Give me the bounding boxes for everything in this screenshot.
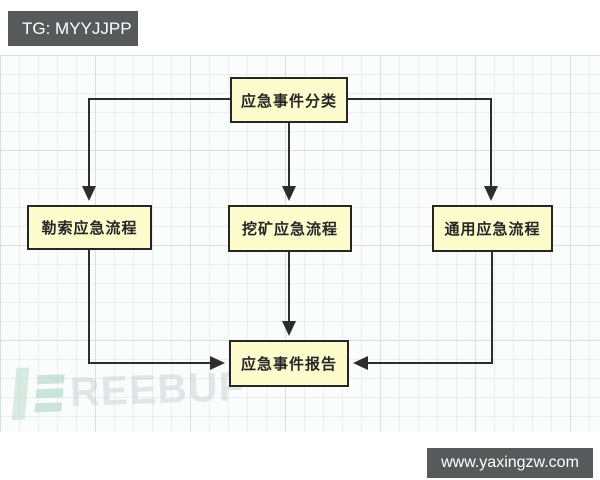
connector-classification-to-ransomware (82, 98, 230, 201)
node-mining-process: 挖矿应急流程 (228, 205, 352, 252)
website-badge: www.yaxingzw.com (427, 448, 593, 478)
node-general-process: 通用应急流程 (432, 205, 553, 252)
node-ransomware-process: 勒索应急流程 (27, 205, 152, 250)
connector-general-to-report (353, 252, 493, 370)
node-emergency-classification: 应急事件分类 (230, 77, 348, 123)
tg-badge: TG: MYYJJPP (8, 11, 138, 46)
connector-classification-to-general (348, 98, 498, 201)
node-incident-report: 应急事件报告 (229, 340, 349, 387)
connector-ransomware-to-report (88, 250, 225, 370)
